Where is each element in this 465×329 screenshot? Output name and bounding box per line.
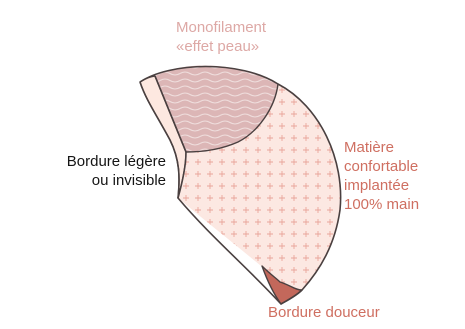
comfort-material-label: Matière confortable implantée 100% main xyxy=(344,138,419,214)
monofilament-label-line1: Monofilament xyxy=(176,18,266,37)
comfort-material-label-line3: implantée xyxy=(344,176,419,195)
comfort-material-label-line2: confortable xyxy=(344,157,419,176)
light-border-label-line2: ou invisible xyxy=(16,171,166,190)
light-border-label: Bordure légère ou invisible xyxy=(16,152,166,190)
light-border-label-line1: Bordure légère xyxy=(16,152,166,171)
monofilament-label-line2: «effet peau» xyxy=(176,37,266,56)
comfort-material-label-line4: 100% main xyxy=(344,195,419,214)
comfort-material-label-line1: Matière xyxy=(344,138,419,157)
soft-border-label: Bordure douceur xyxy=(268,303,380,322)
monofilament-label: Monofilament «effet peau» xyxy=(176,18,266,56)
